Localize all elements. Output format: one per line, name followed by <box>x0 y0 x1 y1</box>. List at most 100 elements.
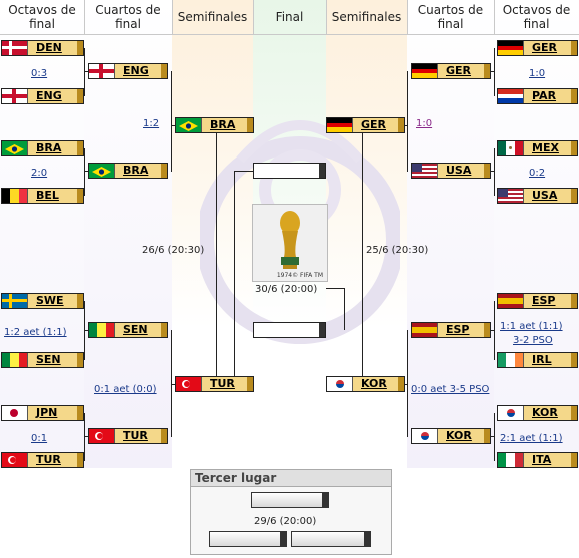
team-code[interactable]: KOR <box>532 406 558 419</box>
brazil-flag-icon <box>176 118 202 132</box>
bracket-line <box>171 125 175 126</box>
team-code[interactable]: BRA <box>123 164 149 177</box>
tab-shade <box>571 294 577 308</box>
team-code[interactable]: DEN <box>36 41 62 54</box>
team-irl-r16[interactable]: IRL <box>497 352 578 368</box>
score-mex-usa[interactable]: 0:2 <box>529 168 546 179</box>
score-jpn-tur[interactable]: 0:1 <box>31 433 48 444</box>
team-code[interactable]: SWE <box>36 294 64 307</box>
germany-flag-icon <box>412 64 438 78</box>
tab-shade <box>280 532 286 546</box>
score-den-eng[interactable]: 0:3 <box>31 68 48 79</box>
team-code[interactable]: ENG <box>123 64 149 77</box>
score-kor-ita[interactable]: 2:1 aet (1:1) <box>500 433 563 444</box>
italy-flag-icon <box>498 453 524 467</box>
score-bra-bel[interactable]: 2:0 <box>31 168 48 179</box>
score-ger-usa[interactable]: 1:0 <box>416 118 433 129</box>
team-code[interactable]: MEX <box>532 141 559 154</box>
team-code[interactable]: KOR <box>361 377 387 390</box>
team-code[interactable]: PAR <box>532 89 557 102</box>
team-code[interactable]: ESP <box>532 294 556 307</box>
team-esp-qf[interactable]: ESP <box>411 322 491 338</box>
bracket-line <box>84 148 85 196</box>
score-esp-irl[interactable]: 1:1 aet (1:1) <box>500 321 563 332</box>
date-third-place: 29/6 (20:00) <box>254 516 317 527</box>
team-eng-r16[interactable]: ENG <box>1 88 84 104</box>
team-sen-qf[interactable]: SEN <box>88 322 168 338</box>
team-par-r16[interactable]: PAR <box>497 88 578 104</box>
tab-shade <box>484 323 490 337</box>
tab-shade <box>571 41 577 55</box>
team-code[interactable]: TUR <box>210 377 235 390</box>
team-ger-qf[interactable]: GER <box>411 63 491 79</box>
score-swe-sen[interactable]: 1:2 aet (1:1) <box>4 327 67 338</box>
team-code[interactable]: BRA <box>36 141 62 154</box>
team-swe-r16[interactable]: SWE <box>1 293 84 309</box>
team-code[interactable]: GER <box>532 41 558 54</box>
team-mex-r16[interactable]: MEX <box>497 140 578 156</box>
team-usa-r16[interactable]: USA <box>497 188 578 204</box>
team-code[interactable]: SEN <box>123 323 148 336</box>
team-eng-qf[interactable]: ENG <box>88 63 168 79</box>
team-code[interactable]: GER <box>446 64 472 77</box>
team-sen-r16[interactable]: SEN <box>1 352 84 368</box>
third-place-team-a[interactable] <box>209 531 287 547</box>
tab-shade <box>571 89 577 103</box>
tab-shade <box>571 406 577 420</box>
final-slot-top[interactable] <box>253 163 326 179</box>
team-esp-r16[interactable]: ESP <box>497 293 578 309</box>
third-place-team-b[interactable] <box>291 531 371 547</box>
team-code[interactable]: IRL <box>532 353 552 366</box>
team-code[interactable]: SEN <box>36 353 61 366</box>
tab-shade <box>161 323 167 337</box>
team-code[interactable]: ENG <box>36 89 62 102</box>
team-jpn-r16[interactable]: JPN <box>1 405 84 421</box>
team-code[interactable]: GER <box>361 118 387 131</box>
team-code[interactable]: JPN <box>36 406 58 419</box>
tab-shade <box>571 453 577 467</box>
bracket-line <box>494 48 495 96</box>
team-tur-r16[interactable]: TUR <box>1 452 84 468</box>
team-bra-r16[interactable]: BRA <box>1 140 84 156</box>
team-tur-sf[interactable]: TUR <box>175 376 254 392</box>
team-code[interactable]: ESP <box>446 323 470 336</box>
team-bra-sf[interactable]: BRA <box>175 117 254 133</box>
belgium-flag-icon <box>2 189 28 203</box>
korea-flag-icon <box>412 429 438 443</box>
bracket-line <box>171 330 172 437</box>
team-kor-sf[interactable]: KOR <box>326 376 405 392</box>
team-kor-r16[interactable]: KOR <box>497 405 578 421</box>
team-code[interactable]: BEL <box>36 189 59 202</box>
team-code[interactable]: TUR <box>123 429 148 442</box>
team-code[interactable]: ITA <box>532 453 552 466</box>
team-ger-sf[interactable]: GER <box>326 117 405 133</box>
team-den-r16[interactable]: DEN <box>1 40 84 56</box>
bracket-line <box>84 413 85 461</box>
team-bel-r16[interactable]: BEL <box>1 188 84 204</box>
team-code[interactable]: TUR <box>36 453 61 466</box>
team-ger-r16[interactable]: GER <box>497 40 578 56</box>
team-code[interactable]: USA <box>446 164 472 177</box>
team-bra-qf[interactable]: BRA <box>88 163 168 179</box>
team-code[interactable]: BRA <box>210 118 236 131</box>
tab-shade <box>319 164 325 178</box>
third-place-winner-slot[interactable] <box>251 492 329 508</box>
score-ger-par[interactable]: 1:0 <box>529 68 546 79</box>
team-usa-qf[interactable]: USA <box>411 163 491 179</box>
team-code[interactable]: USA <box>532 189 558 202</box>
turkey-flag-icon <box>89 429 115 443</box>
header-final: Final <box>275 10 304 24</box>
score-esp-irl-pso[interactable]: 3-2 PSO <box>513 335 553 346</box>
score-eng-bra[interactable]: 1:2 <box>143 118 160 129</box>
tab-shade <box>77 189 83 203</box>
final-slot-bottom[interactable] <box>253 322 326 338</box>
team-code[interactable]: KOR <box>446 429 472 442</box>
score-sen-tur[interactable]: 0:1 aet (0:0) <box>94 384 157 395</box>
score-esp-kor[interactable]: 0:0 aet 3-5 PSO <box>411 384 490 395</box>
bracket-line <box>494 413 495 461</box>
team-ita-r16[interactable]: ITA <box>497 452 578 468</box>
usa-flag-icon <box>498 189 524 203</box>
empty-slot <box>254 323 319 337</box>
team-kor-qf[interactable]: KOR <box>411 428 491 444</box>
team-tur-qf[interactable]: TUR <box>88 428 168 444</box>
